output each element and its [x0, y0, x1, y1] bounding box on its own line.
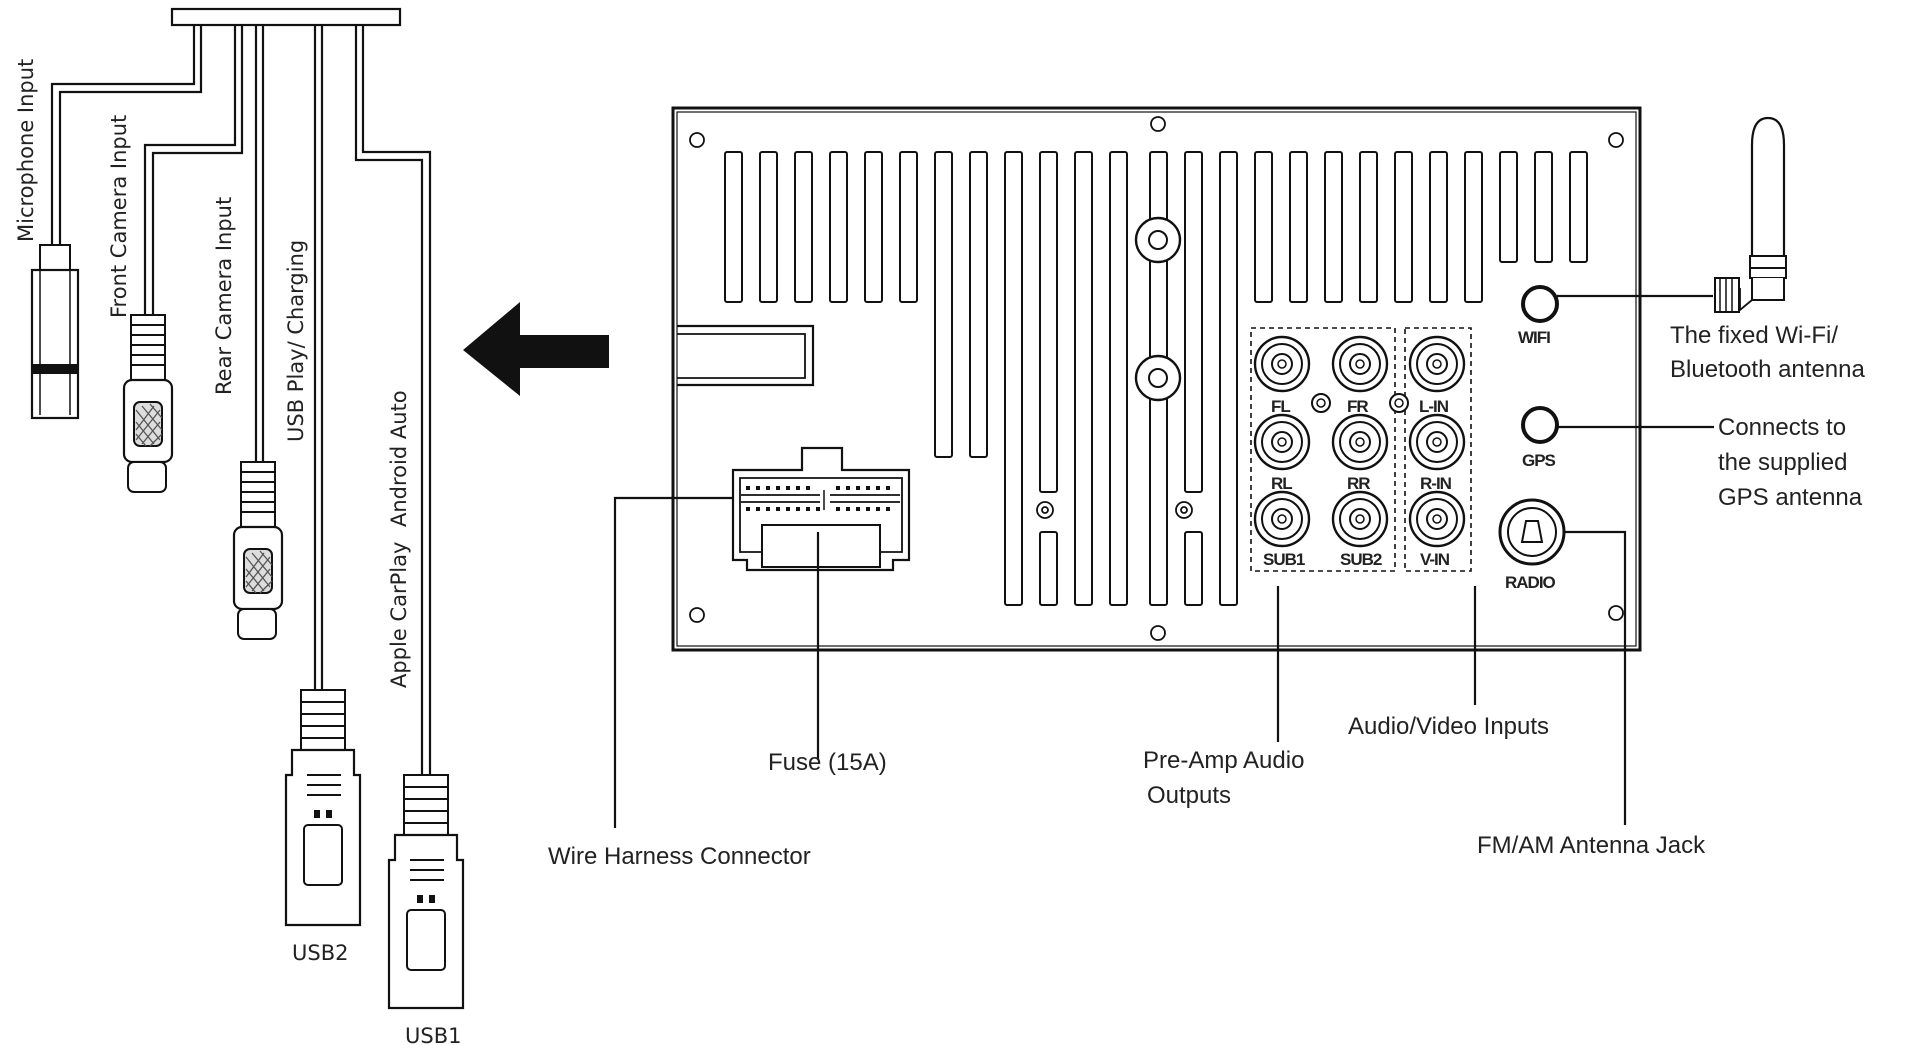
cable-bundle-bar — [170, 7, 402, 27]
mount-hole-icon — [689, 132, 705, 148]
label-rear-camera-input: Rear Camera Input — [212, 197, 236, 395]
usb1-plug — [387, 774, 465, 1010]
jack-label-fr: FR — [1347, 397, 1368, 416]
label-usb1: USB1 — [405, 1024, 461, 1045]
callout-leaders — [613, 294, 1714, 828]
rca-jack-sub1 — [1253, 490, 1311, 548]
head-unit-rear-panel: FL FR L-IN RL RR R-IN SUB1 SUB2 V-IN WIF… — [671, 106, 1642, 652]
av-inputs-group — [1404, 327, 1472, 572]
rear-camera-rca-plug — [232, 461, 284, 640]
wifi-bluetooth-antenna-icon — [1714, 116, 1787, 313]
usb2-plug — [284, 689, 362, 927]
rca-jack-l-in — [1408, 335, 1466, 393]
jack-label-l-in: L-IN — [1419, 397, 1449, 416]
jack-label-r-in: R-IN — [1420, 474, 1452, 493]
label-usb-play-charging: USB Play/ Charging — [284, 240, 308, 442]
rca-jack-fr — [1331, 335, 1389, 393]
label-apple-carplay: Apple CarPlay — [387, 542, 411, 688]
label-microphone-input: Microphone Input — [14, 59, 38, 242]
callout-wifi-line1: The fixed Wi-Fi/ — [1670, 322, 1838, 349]
jack-label-radio: RADIO — [1505, 573, 1556, 592]
fuse-slot — [761, 524, 881, 568]
front-camera-rca-plug — [122, 314, 174, 493]
radio-antenna-port — [1498, 498, 1566, 566]
jack-label-wifi: WIFI — [1518, 328, 1550, 347]
label-usb2: USB2 — [292, 941, 348, 965]
jack-label-fl: FL — [1271, 397, 1290, 416]
jack-label-v-in: V-IN — [1420, 550, 1450, 569]
rca-jack-fl — [1253, 335, 1311, 393]
callout-wire-harness: Wire Harness Connector — [548, 843, 811, 870]
rca-jack-rr — [1331, 413, 1389, 471]
arrow-left-icon — [463, 302, 609, 396]
jack-label-rl: RL — [1271, 474, 1292, 493]
callout-av-inputs: Audio/Video Inputs — [1348, 713, 1549, 740]
wire-harness-connector — [731, 446, 911, 572]
jack-label-rr: RR — [1347, 474, 1370, 493]
callout-gps-line2: the supplied — [1718, 449, 1847, 476]
preamp-outputs-group — [1250, 327, 1396, 572]
callout-gps-line1: Connects to — [1718, 414, 1846, 441]
callout-gps-line3: GPS antenna — [1718, 484, 1863, 511]
rca-jack-r-in — [1408, 413, 1466, 471]
label-front-camera-input: Front Camera Input — [107, 115, 131, 318]
rca-jack-rl — [1253, 413, 1311, 471]
cable-bundle: Microphone Input Front Camera Input Rear… — [14, 7, 465, 1045]
callout-preamp-line2: Outputs — [1147, 782, 1231, 809]
jack-label-sub2: SUB2 — [1340, 550, 1382, 569]
gps-port — [1521, 406, 1559, 444]
vent-slots-top — [724, 151, 1588, 303]
wifi-port — [1521, 285, 1559, 323]
callout-preamp-line1: Pre-Amp Audio — [1143, 747, 1304, 774]
label-android-auto: Android Auto — [387, 390, 411, 527]
microphone-jack — [30, 244, 80, 420]
jack-label-gps: GPS — [1522, 451, 1556, 470]
callout-wifi-line2: Bluetooth antenna — [1670, 356, 1865, 383]
callout-fuse: Fuse (15A) — [768, 749, 887, 776]
jack-label-sub1: SUB1 — [1263, 550, 1305, 569]
rca-jack-sub2 — [1331, 490, 1389, 548]
callout-fm-am-antenna: FM/AM Antenna Jack — [1477, 832, 1706, 859]
rca-jack-v-in — [1408, 490, 1466, 548]
